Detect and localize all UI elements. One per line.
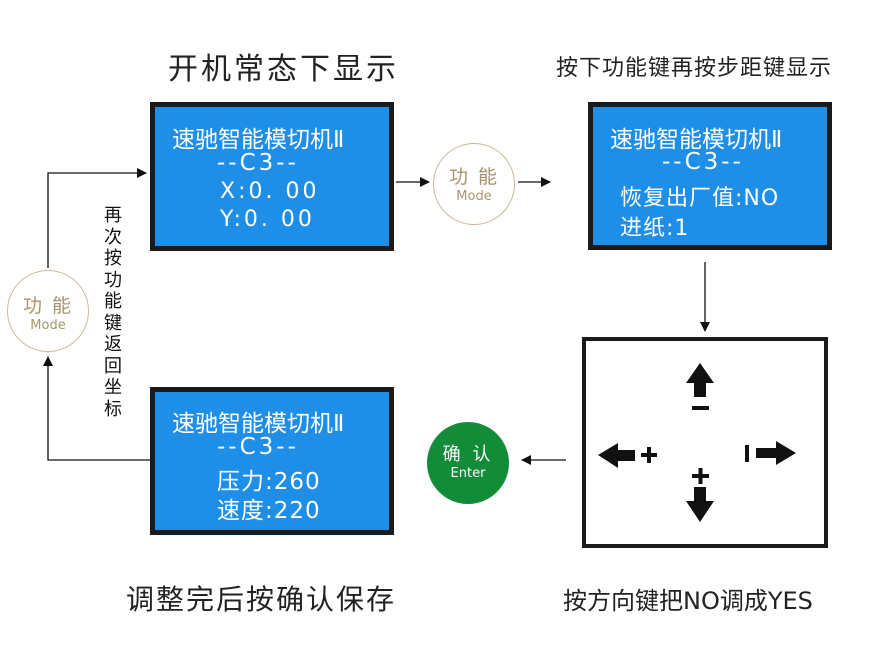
arrow-down-icon xyxy=(686,487,714,522)
screen-title: 速驰智能模切机Ⅱ xyxy=(172,411,345,437)
arrow-left-key[interactable] xyxy=(598,443,657,468)
screen-normal: 速驰智能模切机Ⅱ --C3-- X:0. 00 Y:0. 00 xyxy=(150,102,394,251)
vertical-note: 再 次 按 功 能 键 返 回 坐 标 xyxy=(104,205,122,420)
screen-factory-value: 恢复出厂值:NO xyxy=(620,186,780,211)
direction-keypad xyxy=(582,337,828,548)
right-minus-sign xyxy=(745,445,749,462)
mode-button-top[interactable]: 功 能 Mode xyxy=(433,143,515,225)
caption-adjust-confirm: 调整完后按确认保存 xyxy=(126,583,397,616)
screen-mode: --C3-- xyxy=(217,434,299,460)
screen-pressure-value: 压力:260 xyxy=(217,469,321,495)
enter-button-sub: Enter xyxy=(450,466,486,481)
screen-mode: --C3-- xyxy=(662,149,744,175)
arrow-pressure-to-mode xyxy=(43,356,150,461)
screen-feed-value: 进纸:1 xyxy=(620,216,690,241)
arrow-up-key[interactable] xyxy=(686,363,714,410)
mode-button-left[interactable]: 功 能 Mode xyxy=(7,270,89,352)
screen-x-value: X:0. 00 xyxy=(220,179,320,204)
screen-title: 速驰智能模切机Ⅱ xyxy=(172,127,345,153)
mode-button-label: 功 能 xyxy=(22,295,74,317)
caption-normal: 开机常态下显示 xyxy=(168,52,399,87)
caption-arrow-yes: 按方向键把NO调成YES xyxy=(563,587,813,615)
screen-mode: --C3-- xyxy=(217,150,299,176)
up-minus-sign xyxy=(692,406,709,410)
arrow-right-icon xyxy=(756,441,796,465)
arrow-up-icon xyxy=(686,363,714,397)
arrow-mode-to-normal xyxy=(47,168,147,268)
arrow-down-key[interactable] xyxy=(686,468,714,522)
mode-button-sub: Mode xyxy=(30,318,66,333)
caption-press-function: 按下功能键再按步距键显示 xyxy=(556,56,833,81)
left-plus-sign-v xyxy=(647,447,651,463)
screen-pressure-speed: 速驰智能模切机Ⅱ --C3-- 压力:260 速度:220 xyxy=(150,387,394,535)
screen-speed-value: 速度:220 xyxy=(217,498,321,524)
down-plus-sign-v xyxy=(698,468,703,484)
enter-button[interactable]: 确 认 Enter xyxy=(427,422,509,504)
arrow-right-key[interactable] xyxy=(745,441,796,465)
arrow-left-icon xyxy=(598,443,635,468)
mode-button-sub: Mode xyxy=(456,189,492,204)
mode-button-label: 功 能 xyxy=(448,166,500,188)
screen-factory-reset: 速驰智能模切机Ⅱ --C3-- 恢复出厂值:NO 进纸:1 xyxy=(588,102,832,250)
screen-title: 速驰智能模切机Ⅱ xyxy=(610,127,783,153)
screen-y-value: Y:0. 00 xyxy=(220,207,315,232)
enter-button-label: 确 认 xyxy=(442,444,494,465)
